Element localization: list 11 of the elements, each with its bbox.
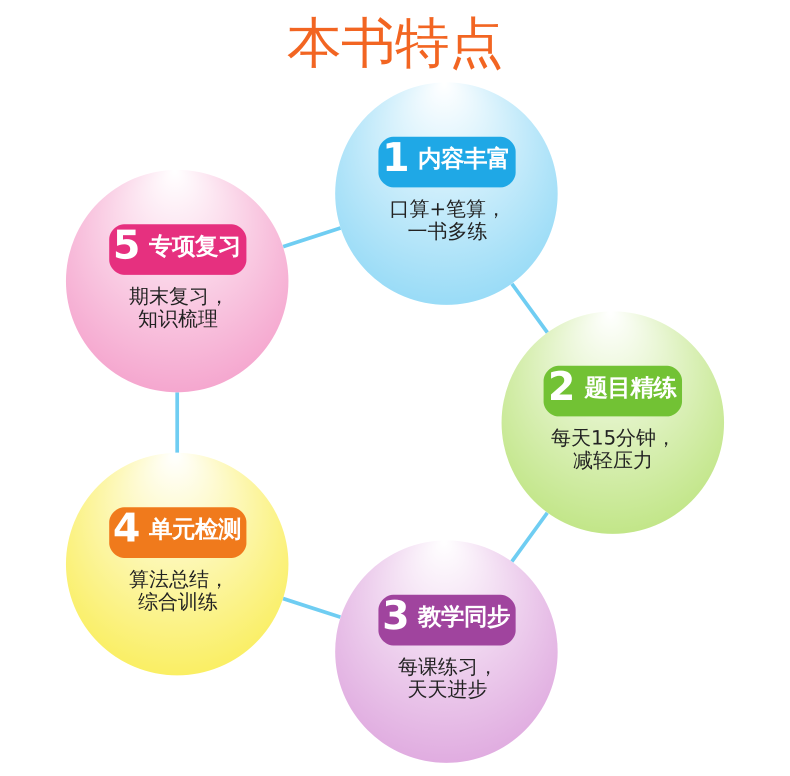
connector (282, 596, 341, 619)
node-circle: 4 单元检测 算法总结，综合训练 (66, 452, 288, 676)
node-circle: 5 专项复习 期末复习，知识梳理 (66, 170, 288, 392)
diagram-title: 本书特点 (286, 12, 503, 75)
connector (510, 282, 549, 334)
node-circle: 1 内容丰富 口算+笔算，一书多练 (335, 82, 558, 305)
connector (510, 512, 549, 563)
node-circle: 3 教学同步 每课练习，天天进步 (335, 540, 558, 763)
node-circle: 2 题目精练 每天15分钟，减轻压力 (502, 311, 724, 534)
connector (282, 226, 342, 248)
connector (175, 392, 180, 453)
